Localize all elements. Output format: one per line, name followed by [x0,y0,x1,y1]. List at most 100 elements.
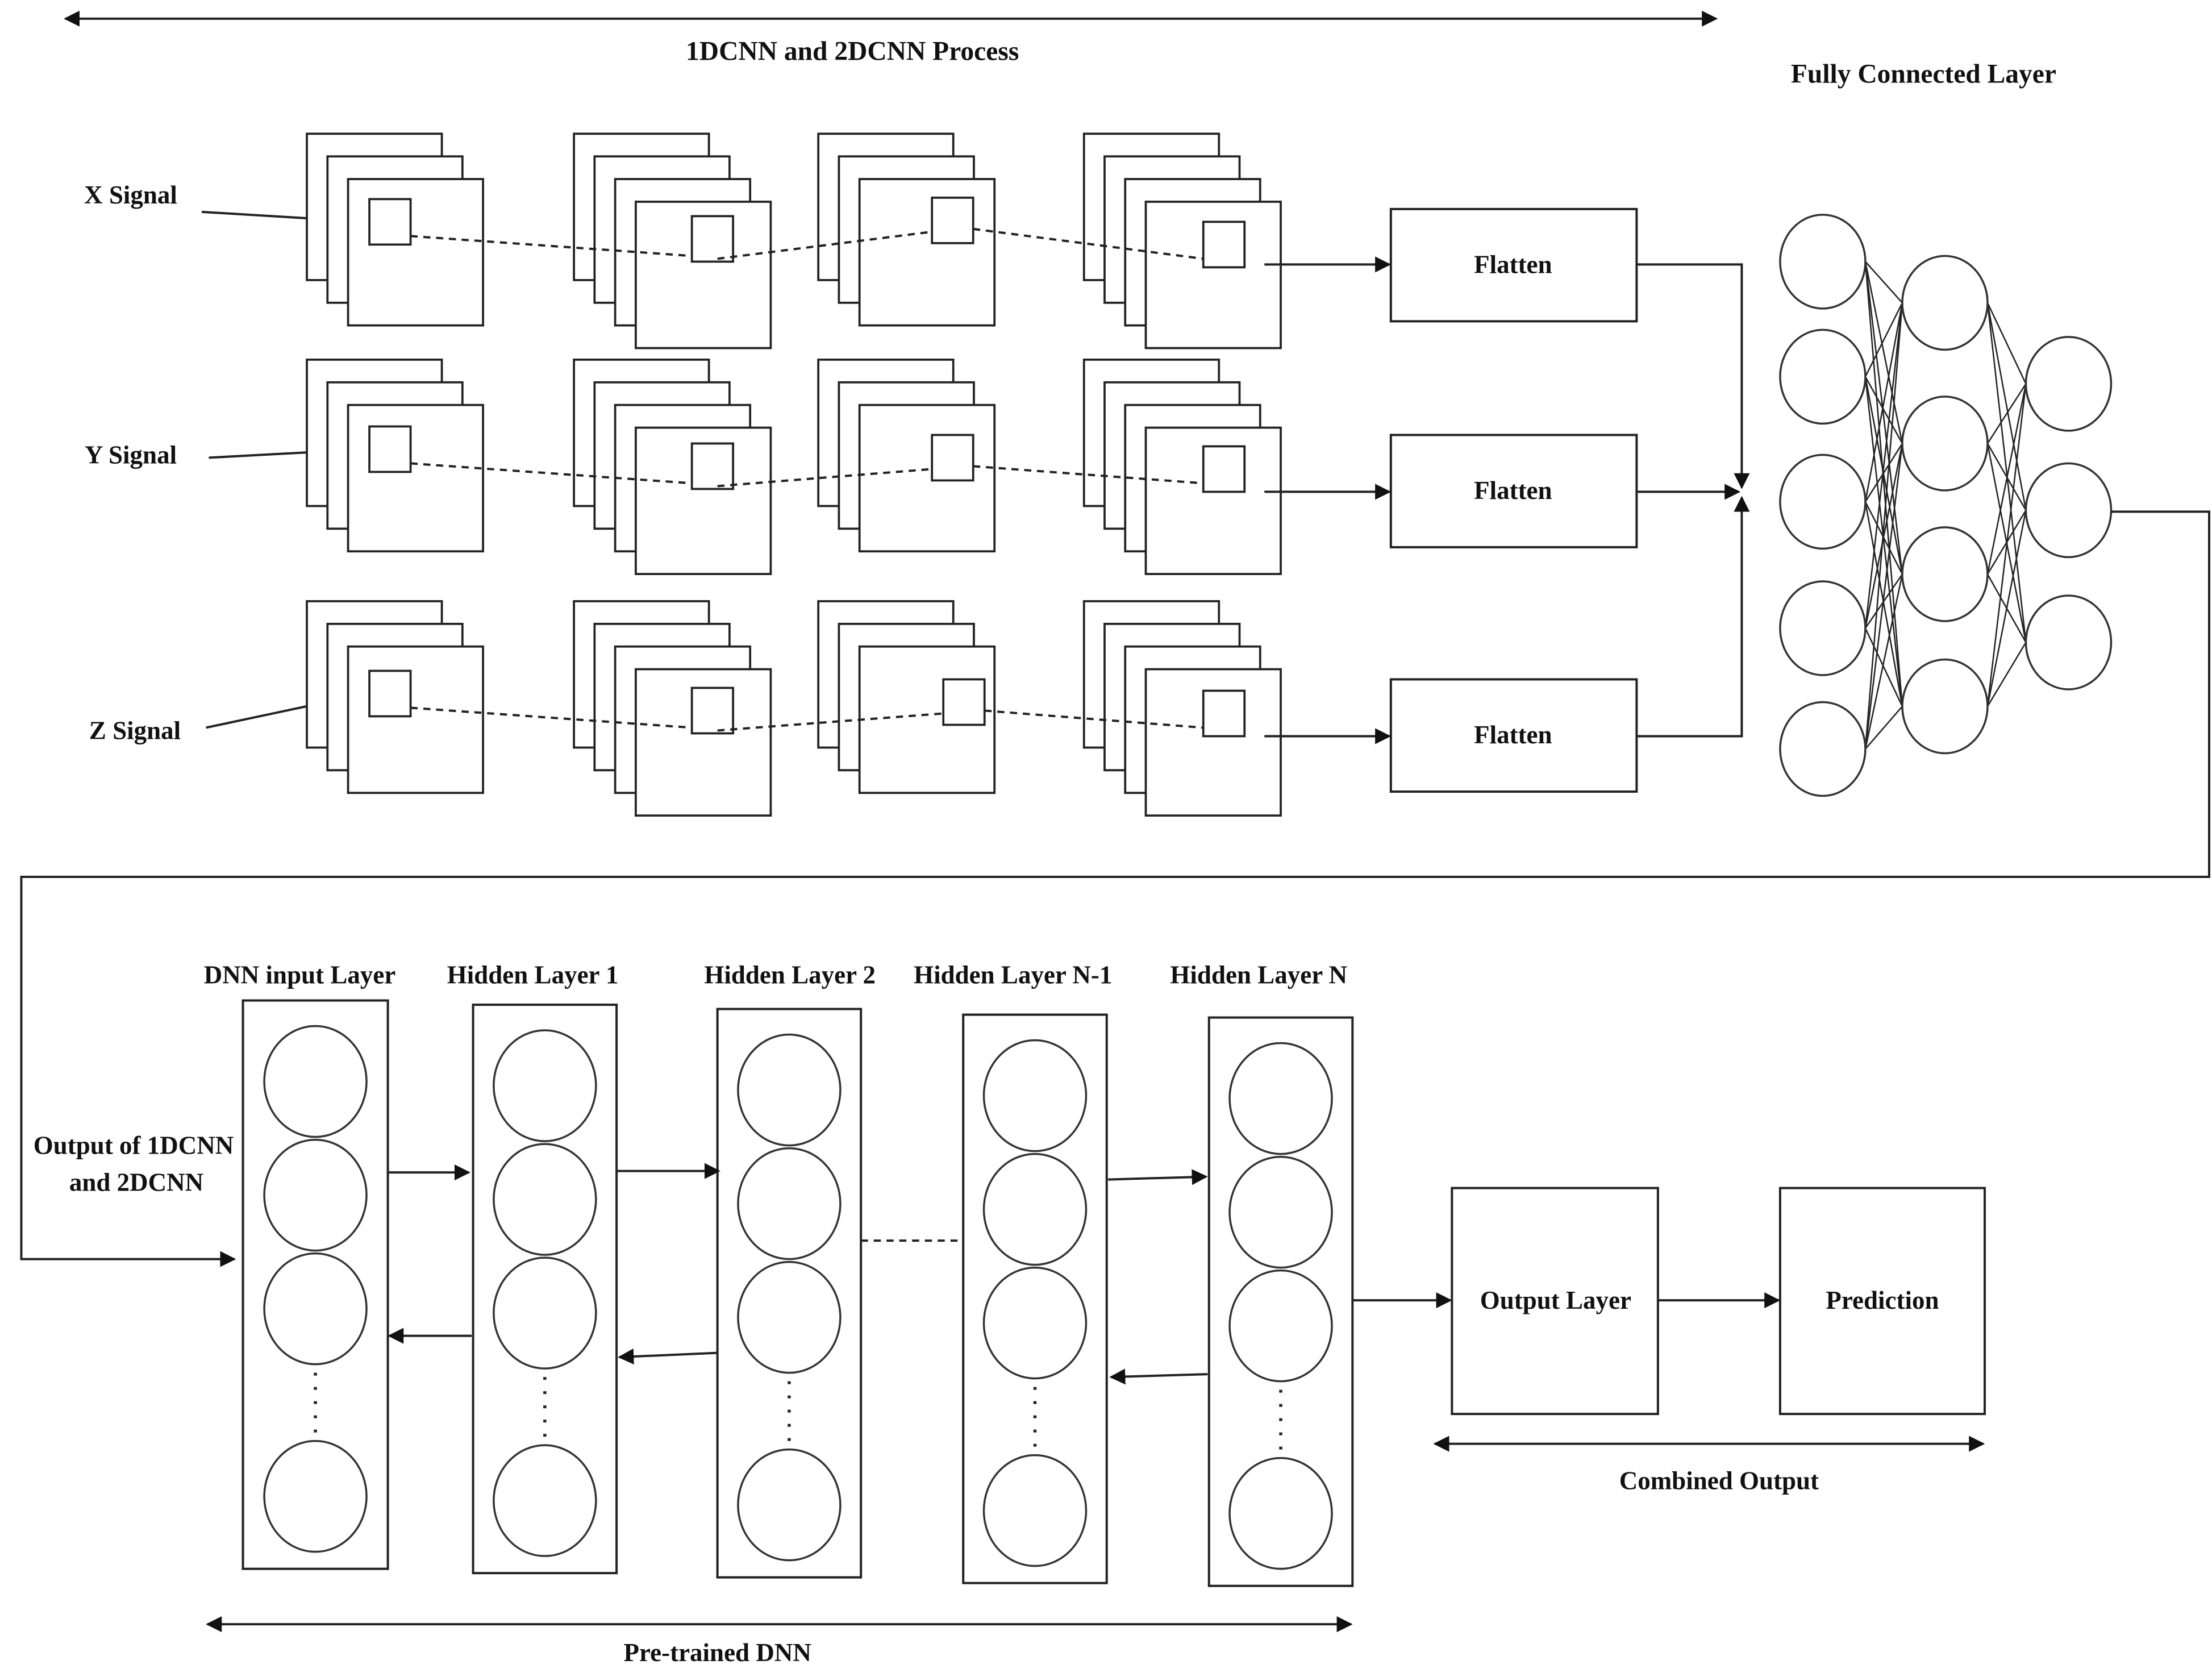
kernel-window [368,669,412,718]
feature-map-stack [306,132,484,327]
hidden-layer-2-box [716,1008,863,1579]
fc-connection [1864,376,1903,575]
kernel-window [690,215,735,263]
fc-neuron [1779,214,1867,310]
receptive-field-dashed-line [410,462,1203,488]
fc-connection [1864,627,1903,707]
flatten-box-z: Flatten [1389,678,1638,793]
fc-neuron [2024,594,2113,690]
fc-connection [1864,574,1903,750]
fc-neuron [1901,396,1989,492]
neuron [982,1152,1088,1266]
layer-title-hidden-2: Hidden Layer 2 [704,961,876,989]
neuron [1228,1155,1333,1269]
fc-neuron [1779,328,1867,425]
neuron [493,1256,597,1370]
fc-connection [1864,443,1903,502]
kernel-window [1202,689,1246,738]
fc-connection [1864,261,1903,303]
prediction-box: Prediction [1778,1187,1986,1416]
neuron [493,1143,597,1256]
hidden-layer-n-box [1207,1016,1354,1587]
fc-layer-label: Fully Connected Layer [1791,59,2056,89]
receptive-field-dashed-line [410,706,1203,732]
neuron [493,1029,597,1142]
neuron [1228,1457,1333,1570]
flatten-label: Flatten [1474,476,1552,505]
dnn-layers [241,999,1354,1587]
kernel-window [690,686,735,735]
fc-neuron [1779,453,1867,550]
fc-connection [1864,376,1903,707]
y-signal-label: Y Signal [85,440,177,469]
fc-connection [1986,302,2027,384]
fc-to-dnn-connector [20,510,2210,1267]
kernel-window [368,198,412,246]
layer-title-hidden-n-1: Hidden Layer N-1 [914,961,1112,989]
receptive-field-dashed-line [410,227,1204,260]
fc-connection [1864,376,1903,444]
neuron [737,1448,842,1562]
flatten-box-x: Flatten [1389,207,1638,323]
fc-neuron [1779,580,1867,676]
feature-map-stack [817,132,996,327]
layer-title-hidden-n: Hidden Layer N [1170,961,1347,989]
fc-connection [1864,706,1903,750]
output-layer-box: Output Layer [1451,1187,1659,1416]
neuron [1228,1269,1333,1383]
dnn-input-layer-box [241,999,389,1570]
neuron [263,1252,368,1366]
pretrained-dnn-label: Pre-trained DNN [623,1638,811,1667]
neuron [982,1266,1088,1380]
feature-map-stack [573,132,772,349]
merge-line-x [1636,263,1750,489]
fc-connection [1986,642,2027,707]
kernel-window [690,442,735,490]
fc-neuron [1901,658,1989,755]
fc-connection [1864,302,1903,750]
feature-map-stack [573,359,772,575]
neuron [982,1454,1088,1567]
feature-map-stack [573,600,772,817]
combined-output-label: Combined Output [1619,1467,1819,1495]
kernel-window [1202,445,1246,493]
flatten-label: Flatten [1474,250,1552,278]
flatten-label: Flatten [1474,721,1552,749]
layer-title-input: DNN input Layer [204,961,396,989]
fc-connection [1986,302,2027,643]
feature-map-stack [1082,359,1282,575]
forward-arrow-3 [1108,1169,1208,1185]
feature-map-stack [306,359,484,553]
z-signal-label: Z Signal [89,716,181,744]
neuron [263,1025,368,1138]
dnn-input-source-label-1: Output of 1DCNN [34,1131,234,1160]
kernel-window [931,434,974,482]
fc-connection [1864,302,1903,629]
fc-connection [1864,443,1903,750]
kernel-window [942,678,986,726]
fc-connection [1864,302,1903,502]
fc-neuron [2024,336,2113,432]
layer-title-hidden-1: Hidden Layer 1 [447,961,619,989]
fc-connection [1864,261,1903,444]
flatten-box-y: Flatten [1389,434,1638,548]
fully-connected-network [1779,214,2113,797]
neuron [737,1033,842,1147]
fc-connection [1986,384,2027,575]
fc-connection [1864,261,1903,707]
neuron [737,1260,842,1374]
fc-connection [1986,384,2027,707]
x-signal-label: X Signal [84,181,177,209]
backward-arrow-2 [618,1349,718,1365]
neuron [263,1138,368,1252]
feature-map-stack [1082,600,1282,817]
feature-map-stack [817,359,996,553]
process-label: 1DCNN and 2DCNN Process [686,36,1019,66]
fc-neuron [1901,255,1989,351]
neuron [263,1439,368,1553]
neuron [493,1444,597,1557]
fc-connection [1864,501,1903,707]
feature-map-stack [817,600,996,794]
hidden-layer-1-box [472,1004,618,1575]
